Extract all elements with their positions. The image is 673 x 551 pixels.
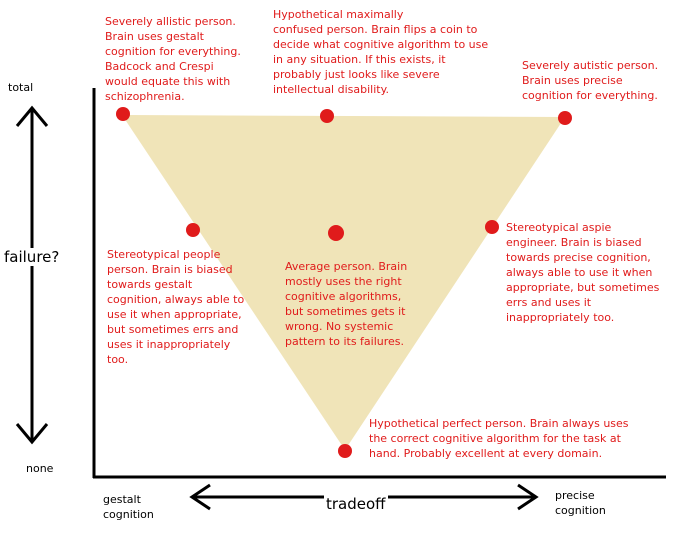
point-label-maximally-confused: Hypothetical maximally confused person. … xyxy=(273,8,489,96)
horizontal-arrow-right-head xyxy=(517,483,539,511)
point-dot-average-person xyxy=(328,225,344,241)
y-axis-top-label: total xyxy=(8,81,34,94)
x-axis-middle-label: tradeoff xyxy=(324,495,388,513)
x-axis-left-label: gestalt cognition xyxy=(103,493,154,521)
point-label-stereotypical-people-person: Stereotypical people person. Brain is bi… xyxy=(107,248,245,366)
vertical-arrow-up-head xyxy=(15,105,49,127)
point-label-hypothetical-perfect: Hypothetical perfect person. Brain alway… xyxy=(369,417,629,460)
y-axis-bottom-label: none xyxy=(26,462,54,475)
point-label-stereotypical-aspie-engineer: Stereotypical aspie engineer. Brain is b… xyxy=(506,221,660,324)
point-dot-stereotypical-aspie-engineer xyxy=(485,220,499,234)
point-dot-stereotypical-people-person xyxy=(186,223,200,237)
horizontal-arrow-left-head xyxy=(189,483,211,511)
x-axis-right-label: precise cognition xyxy=(555,489,606,517)
point-dot-maximally-confused xyxy=(320,109,334,123)
point-dot-severely-allistic xyxy=(116,107,130,121)
tradeoff-triangle xyxy=(122,115,565,450)
vertical-arrow-down-head xyxy=(15,423,49,445)
point-dot-severely-autistic xyxy=(558,111,572,125)
y-axis-middle-label: failure? xyxy=(2,248,62,266)
point-dot-hypothetical-perfect xyxy=(338,444,352,458)
point-label-severely-autistic: Severely autistic person. Brain uses pre… xyxy=(522,59,659,102)
point-label-average-person: Average person. Brain mostly uses the ri… xyxy=(285,260,408,348)
point-label-severely-allistic: Severely allistic person. Brain uses ges… xyxy=(105,15,241,103)
